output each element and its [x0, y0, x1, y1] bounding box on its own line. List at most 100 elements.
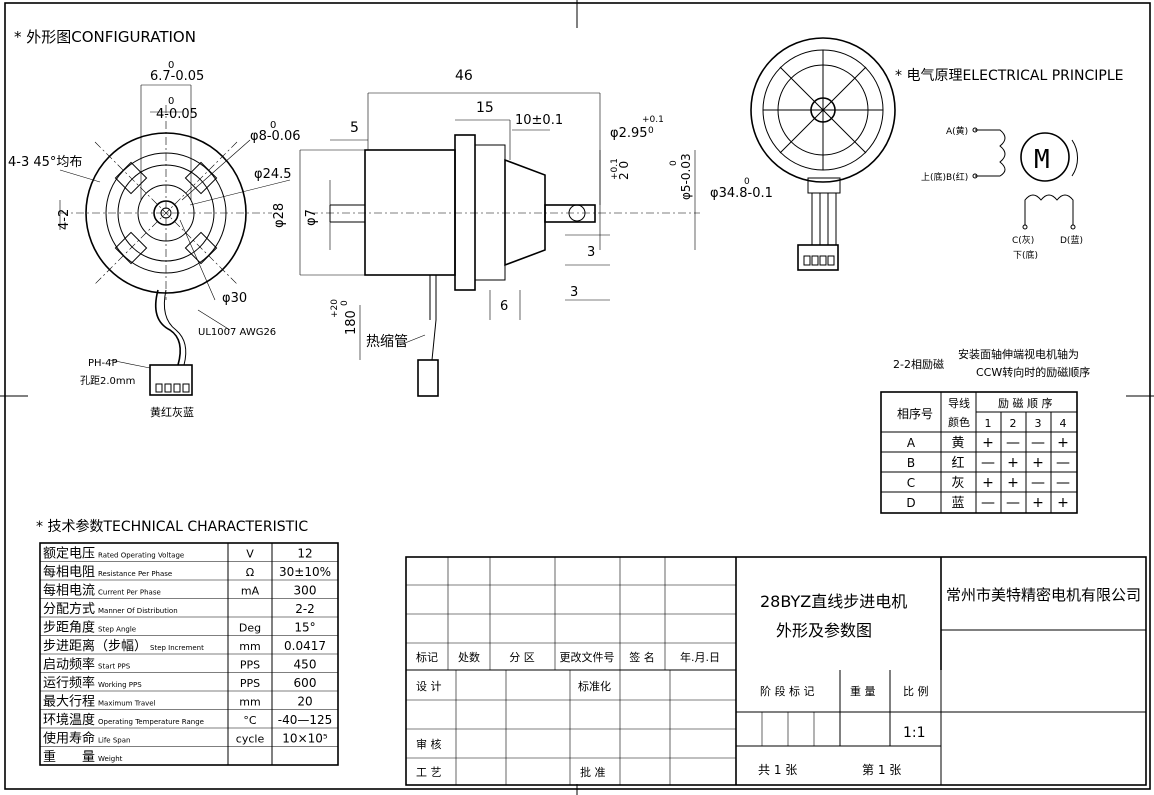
tech-label-en: Resistance Per Phase [98, 570, 172, 578]
tech-label-en: Current Per Phase [98, 589, 161, 597]
revision-header: 更改文件号 [560, 650, 615, 664]
tech-label-en: Life Span [98, 737, 130, 745]
tb-design: 设 计 [416, 680, 442, 693]
tech-label-en: Rated Operating Voltage [98, 552, 184, 560]
revision-header: 处数 [458, 651, 480, 664]
revision-header: 标记 [416, 650, 438, 664]
tech-label-en: Manner Of Distribution [98, 607, 178, 615]
excitation-note-2: CCW转向时的励磁顺序 [976, 365, 1090, 379]
dim-4-2: 4-2 [57, 209, 72, 230]
excitation-note-1: 安装面轴伸端视电机轴为 [958, 347, 1079, 361]
configuration-heading: * 外形图CONFIGURATION [14, 28, 196, 46]
tb-stage: 阶 段 标 记 [760, 684, 815, 698]
revision-header: 分 区 [509, 651, 535, 664]
electrical-heading: * 电气原理ELECTRICAL PRINCIPLE [895, 68, 1124, 84]
coil-a-label: A(黄) [946, 125, 968, 137]
excitation-sign: + [982, 475, 994, 491]
dim-2: 2 0 [617, 161, 631, 180]
tech-label-cn: 步距角度 [43, 620, 95, 636]
wire-spec: UL1007 AWG26 [198, 327, 276, 338]
wire-color: 蓝 [951, 496, 964, 511]
dim-10: 10±0.1 [515, 113, 563, 128]
dim-180-tol-up: +20 [330, 299, 340, 318]
tech-unit: mm [239, 696, 260, 709]
tech-unit: °C [243, 714, 257, 727]
tech-value: 12 [297, 547, 312, 561]
excitation-sign: — [1031, 475, 1045, 491]
step-1: 1 [985, 417, 992, 430]
tech-label-en: Step Increment [150, 644, 204, 652]
drawing-title-2: 外形及参数图 [776, 621, 872, 640]
excitation-sign: + [982, 435, 994, 451]
tech-label-cn: 环境温度 [43, 712, 95, 728]
excitation-sign: + [1032, 455, 1044, 471]
dim-phi34-8-tol: 0 [744, 177, 750, 187]
step-3: 3 [1035, 417, 1042, 430]
tb-sheet: 第 1 张 [862, 763, 901, 777]
tech-value: 15° [294, 621, 315, 635]
side-view [299, 92, 700, 397]
tech-label-cn: 每相电阻 [43, 564, 95, 580]
tb-total: 共 1 张 [758, 763, 797, 777]
technical-heading: * 技术参数TECHNICAL CHARACTERISTIC [36, 518, 308, 535]
tech-unit: mm [239, 640, 260, 653]
wire-color: 灰 [951, 476, 964, 491]
excitation-sign: — [1056, 475, 1070, 491]
tech-unit: Deg [239, 622, 261, 635]
dim-phi24-5: φ24.5 [254, 167, 292, 182]
connector-spec: PH-4P [88, 358, 118, 369]
tech-value: 600 [294, 676, 317, 690]
coil-d-label: D(蓝) [1060, 234, 1083, 246]
dim-15: 15 [476, 100, 494, 116]
excitation-sign: + [1007, 455, 1019, 471]
dim-6: 6 [500, 299, 508, 314]
tech-value: 10×10⁵ [282, 732, 328, 746]
tech-label-cn: 重 量 [43, 749, 95, 765]
tech-label-cn: 每相电流 [43, 583, 95, 599]
tech-label-cn: 分配方式 [43, 601, 95, 617]
tech-label-en: Step Angle [98, 626, 136, 634]
excitation-table [880, 391, 1078, 514]
tb-approve: 批 准 [580, 765, 606, 779]
tech-label-en: Weight [98, 755, 123, 763]
step-4: 4 [1060, 417, 1067, 430]
tb-scale: 比 例 [903, 684, 929, 698]
tb-review: 审 核 [416, 737, 442, 751]
dim-180: 180 [344, 310, 359, 335]
dim-phi30: φ30 [222, 291, 247, 306]
tech-label-en: Operating Temperature Range [98, 718, 204, 726]
dim-6-7-tol: 0 [168, 60, 174, 71]
tech-unit: PPS [240, 659, 260, 672]
tech-unit: V [246, 548, 254, 561]
tech-unit: PPS [240, 677, 260, 690]
dim-holes: 4-3 45°均布 [8, 155, 82, 170]
tb-scale-value: 1:1 [903, 725, 926, 741]
excitation-sign: — [1006, 495, 1020, 511]
revision-header: 签 名 [629, 650, 655, 664]
front-view [59, 84, 291, 396]
tech-label-en: Working PPS [98, 681, 142, 689]
excitation-sign: — [1006, 435, 1020, 451]
excitation-sign: + [1032, 495, 1044, 511]
tech-unit: cycle [236, 733, 265, 746]
tech-label-cn: 最大行程 [43, 695, 95, 710]
drawing-title-1: 28BYZ直线步进电机 [760, 592, 907, 611]
dim-phi7: φ7 [304, 209, 319, 226]
dim-180-tol-low: 0 [340, 300, 350, 306]
tech-label-cn: 使用寿命 [43, 731, 95, 747]
excitation-title: 2-2相励磁 [893, 358, 944, 371]
dim-phi28: φ28 [272, 203, 287, 228]
table-head-wire-2: 颜色 [948, 415, 970, 429]
dim-phi8-tol: 0 [270, 120, 276, 131]
excitation-sign: — [1056, 455, 1070, 471]
tech-value: 20 [297, 695, 312, 709]
wire-color: 红 [951, 455, 964, 471]
step-2: 2 [1010, 417, 1017, 430]
electrical-schematic [972, 127, 1078, 230]
dim-phi2-95: φ2.95 [610, 126, 648, 141]
dim-4: 4-0.05 [156, 107, 198, 122]
tech-value: 300 [294, 584, 317, 598]
